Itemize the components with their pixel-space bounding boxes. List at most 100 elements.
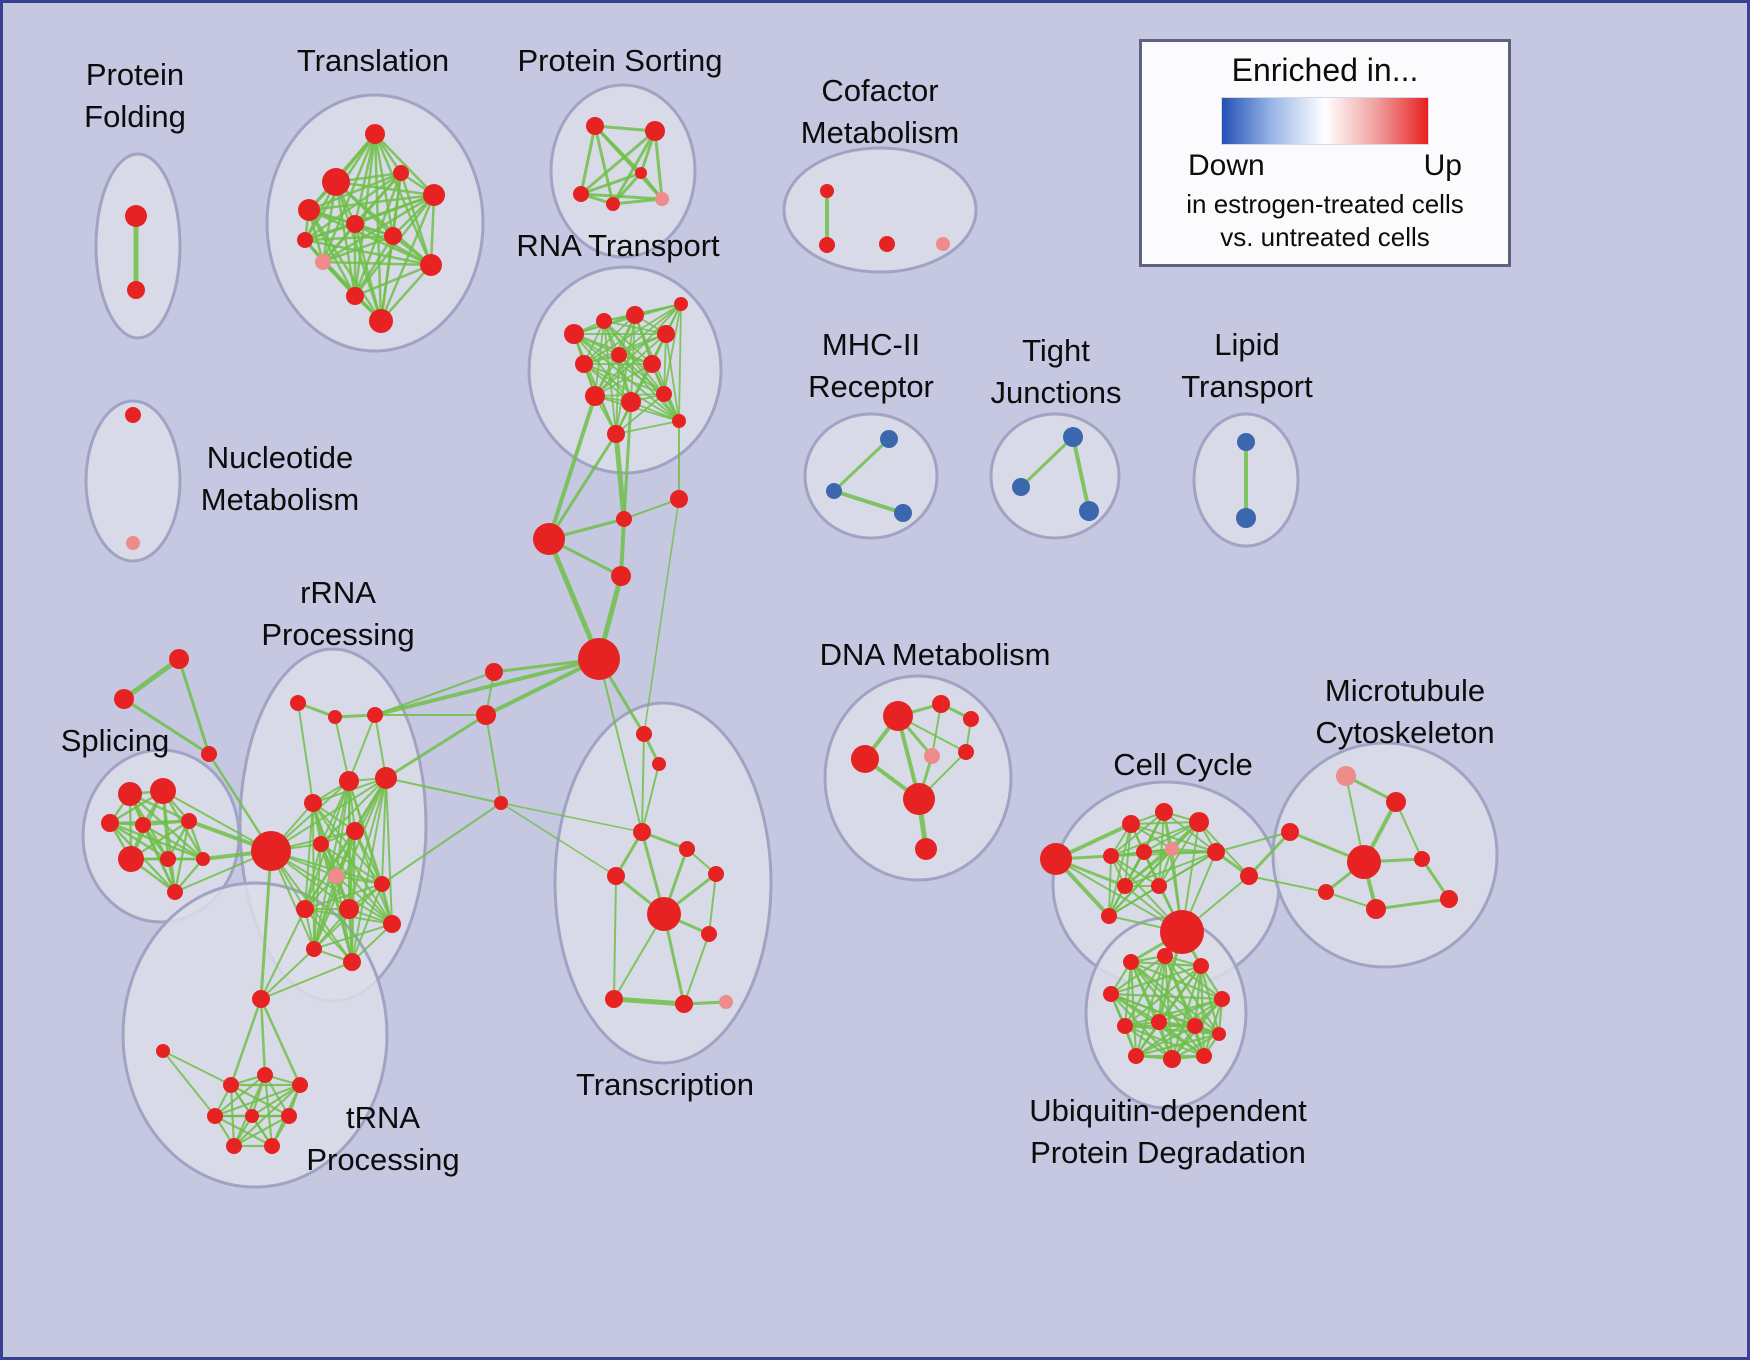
network-node-dm5: [924, 748, 940, 764]
network-node-rr10: [328, 868, 344, 884]
network-edge: [1110, 811, 1165, 857]
network-edge: [213, 1073, 267, 1118]
network-edge: [613, 431, 627, 522]
network-edge: [162, 1050, 216, 1117]
network-edge: [307, 171, 403, 212]
legend-title: Enriched in...: [1231, 52, 1419, 88]
network-edge: [594, 303, 682, 397]
network-edge: [321, 234, 395, 264]
network-edge: [334, 180, 433, 267]
network-node-sp2: [150, 778, 176, 804]
network-node-cc12: [1160, 910, 1204, 954]
network-node-sp3: [101, 814, 119, 832]
network-node-rr9: [346, 822, 364, 840]
network-node-ps2: [645, 121, 665, 141]
network-node-hub: [578, 638, 620, 680]
network-node-ub2: [1157, 948, 1173, 964]
network-edge: [141, 823, 205, 861]
legend-down-label: Down: [1188, 149, 1265, 182]
network-edge: [429, 193, 436, 267]
cluster-ellipse-translation: [265, 93, 485, 353]
network-edge: [177, 657, 211, 756]
network-edge: [1134, 997, 1224, 1058]
network-edge: [579, 124, 597, 196]
network-edge: [313, 923, 393, 950]
network-edge: [583, 303, 682, 365]
network-edge: [547, 432, 618, 541]
network-edge: [353, 263, 433, 298]
network-node-tr10: [346, 287, 364, 305]
network-node-cm2: [819, 237, 835, 253]
network-edge: [1157, 997, 1224, 1024]
legend-axis-labels: Down Up: [1142, 149, 1508, 183]
network-node-x5: [485, 663, 503, 681]
network-edge: [1108, 855, 1112, 917]
network-edge: [708, 873, 717, 935]
network-node-ub11: [1163, 1050, 1181, 1068]
network-node-mc3: [1281, 823, 1299, 841]
network-node-nm1: [125, 407, 141, 423]
network-edge: [622, 400, 633, 521]
network-edge: [354, 830, 393, 925]
network-edge: [1157, 1020, 1206, 1058]
network-node-rt7: [611, 347, 627, 363]
network-edge: [643, 498, 680, 735]
network-edge: [303, 238, 433, 267]
network-edge: [641, 763, 660, 833]
network-node-mc8: [1440, 890, 1458, 908]
network-node-cc3: [1155, 803, 1173, 821]
network-node-ub9: [1212, 1027, 1226, 1041]
network-node-dm1: [883, 701, 913, 731]
cluster-ellipse-nucleotide-metabolism: [84, 399, 182, 563]
network-edge: [373, 132, 436, 197]
network-edge: [663, 333, 667, 395]
network-edge: [353, 234, 395, 298]
network-node-mc4: [1347, 845, 1381, 879]
network-edge: [583, 314, 636, 365]
network-node-tx6: [647, 897, 681, 931]
network-node-rr16: [343, 953, 361, 971]
network-node-x1: [533, 523, 565, 555]
network-node-x7: [494, 796, 508, 810]
network-node-tx2: [652, 757, 666, 771]
network-edge: [373, 657, 601, 717]
network-node-mh3: [894, 504, 912, 522]
network-edge: [1143, 821, 1200, 853]
network-edge: [162, 790, 272, 852]
network-edge: [348, 714, 376, 782]
network-edge: [384, 713, 488, 780]
network-node-rr3: [367, 707, 383, 723]
network-node-cm4: [936, 237, 950, 251]
network-edge: [618, 354, 665, 395]
network-edge: [303, 171, 403, 242]
network-edge: [623, 498, 680, 520]
network-edge: [653, 129, 664, 201]
network-node-tn2: [156, 1044, 170, 1058]
network-node-cc13: [1101, 908, 1117, 924]
network-edge: [1110, 855, 1160, 887]
network-node-dm6: [958, 744, 974, 760]
network-node-rr15: [306, 941, 322, 957]
network-node-rt13: [672, 414, 686, 428]
network-node-cc2: [1122, 815, 1140, 833]
network-node-nm2: [126, 536, 140, 550]
network-node-rr6: [339, 771, 359, 791]
network-edge: [321, 260, 433, 267]
network-node-sp4: [135, 817, 151, 833]
cluster-label-splicing: Splicing: [61, 723, 170, 758]
network-edge: [832, 489, 905, 515]
network-node-sp5: [181, 813, 197, 829]
network-edge: [321, 132, 377, 264]
network-edge: [353, 171, 403, 298]
network-node-rt2: [596, 313, 612, 329]
network-edge: [1108, 848, 1173, 917]
network-node-tr8: [315, 254, 331, 270]
network-edge: [385, 777, 502, 804]
network-edge: [1108, 823, 1132, 917]
network-edge: [260, 948, 315, 1000]
network-node-cc5: [1103, 848, 1119, 864]
